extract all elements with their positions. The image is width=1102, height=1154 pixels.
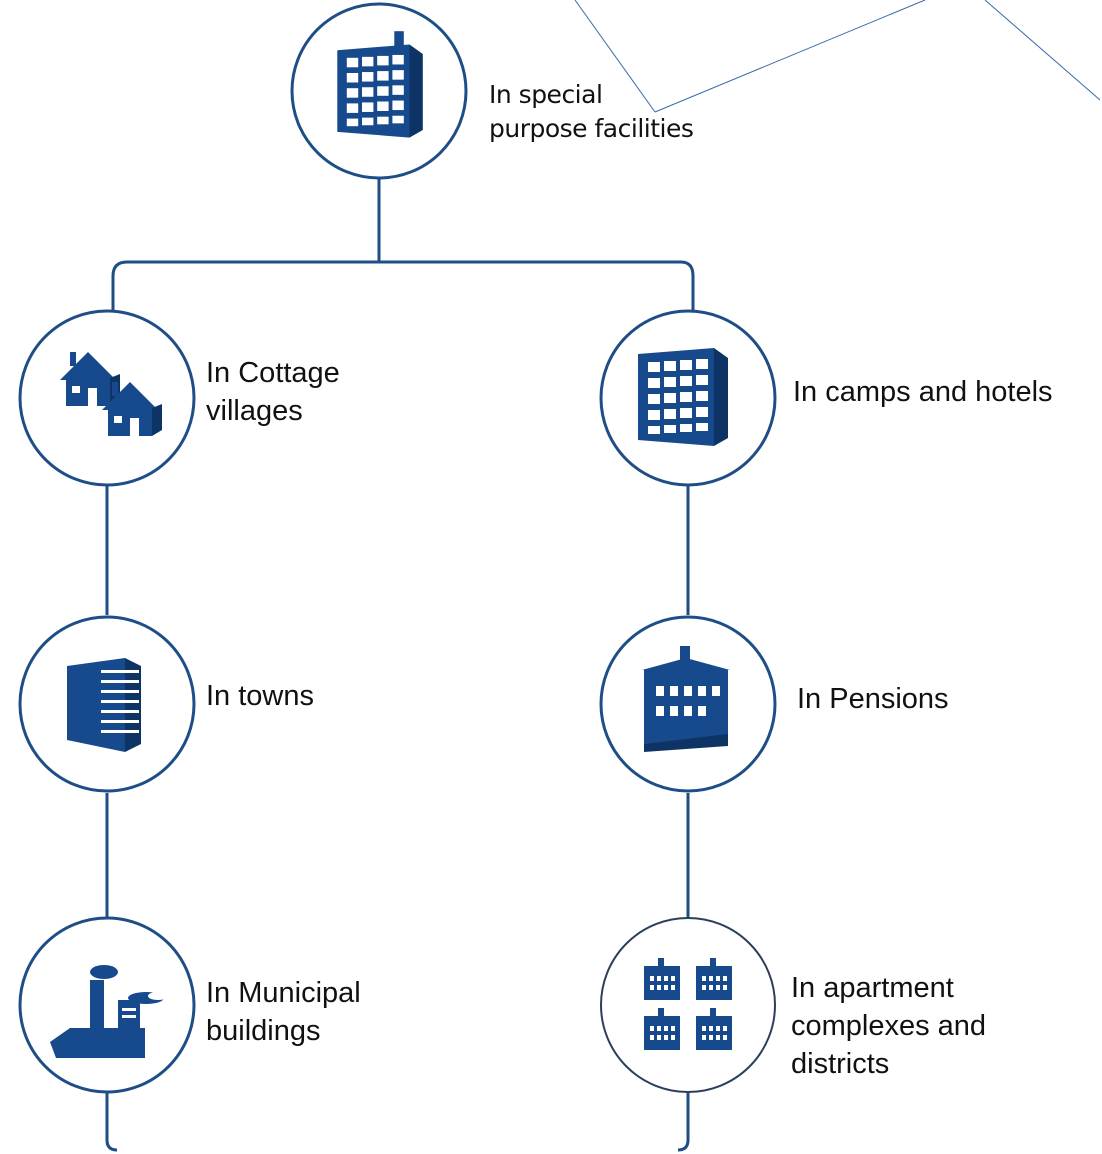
office-building-icon — [337, 31, 423, 138]
node-apartment-complexes — [600, 917, 776, 1093]
node-camps-hotels — [599, 309, 777, 487]
label-apartment-complexes: In apartment complexes and districts — [791, 972, 987, 1080]
tower-building-icon — [67, 658, 141, 752]
factory-icon — [50, 965, 168, 1058]
node-special-purpose — [290, 2, 468, 180]
hotel-building-icon — [638, 348, 728, 446]
label-municipal-buildings: In Municipal buildings — [206, 977, 361, 1047]
node-cottage-villages — [18, 309, 196, 487]
label-cottage-villages: In Cottage villages — [206, 357, 340, 427]
connector-lines — [105, 178, 695, 1152]
label-pensions: In Pensions — [797, 683, 949, 715]
label-towns: In towns — [206, 680, 314, 712]
pension-house-icon — [642, 646, 730, 752]
node-pensions — [599, 615, 777, 793]
decorative-lines — [574, 0, 1101, 113]
node-towns — [18, 615, 196, 793]
node-municipal-buildings — [18, 916, 196, 1094]
label-camps-hotels: In camps and hotels — [793, 376, 1053, 408]
label-special-purpose: In special purpose facilities — [489, 80, 694, 143]
